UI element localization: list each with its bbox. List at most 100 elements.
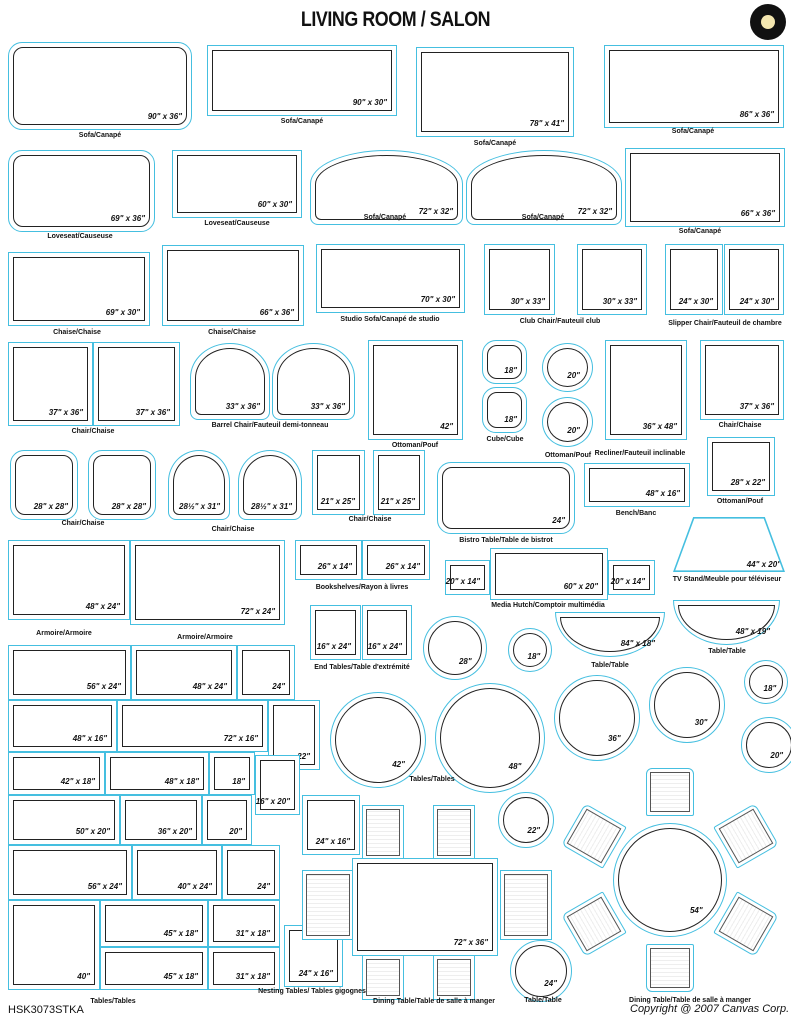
furniture-sticker[interactable]: 28" x 22" <box>707 437 775 496</box>
furniture-sticker[interactable]: 20" <box>741 717 791 773</box>
furniture-sticker[interactable]: 30" x 33" <box>484 244 555 315</box>
furniture-sticker[interactable]: 90" x 30" <box>207 45 397 116</box>
furniture-sticker[interactable]: 72" x 32" <box>466 150 622 225</box>
furniture-sticker[interactable]: 16" x 24" <box>362 605 412 660</box>
furniture-sticker[interactable]: 18" <box>482 340 527 384</box>
furniture-sticker[interactable]: 90" x 36" <box>8 42 192 130</box>
furniture-sticker[interactable]: 18" <box>209 752 255 795</box>
dimension-label: 24" <box>544 979 557 988</box>
round-dining-table[interactable]: 54" <box>613 823 727 937</box>
dimension-label: 18" <box>763 683 777 693</box>
furniture-sticker[interactable]: 70" x 30" <box>316 244 465 313</box>
dimension-label: 72" x 32" <box>577 207 612 216</box>
furniture-sticker[interactable]: 22" <box>498 792 554 848</box>
furniture-sticker[interactable]: 72" x 16" <box>117 700 268 752</box>
furniture-sticker[interactable]: 42" <box>330 692 426 788</box>
furniture-sticker[interactable]: 37" x 36" <box>93 342 180 426</box>
furniture-sticker[interactable]: 48" x 16" <box>584 463 690 507</box>
furniture-sticker[interactable]: 36" <box>554 675 640 761</box>
furniture-sticker[interactable]: 20" <box>542 397 593 447</box>
furniture-sticker[interactable]: 20" <box>542 343 593 392</box>
furniture-sticker[interactable]: 36" x 48" <box>605 340 687 440</box>
furniture-sticker[interactable]: 44" x 20" <box>673 517 785 572</box>
dimension-label: 40" <box>77 972 90 981</box>
furniture-sticker[interactable]: 24" x 30" <box>665 244 723 315</box>
furniture-sticker[interactable]: 60" x 30" <box>172 150 302 218</box>
furniture-sticker[interactable]: 31" x 18" <box>208 900 280 947</box>
furniture-sticker[interactable]: 31" x 18" <box>208 947 280 990</box>
dimension-label: 36" <box>607 734 621 744</box>
dining-chair <box>713 891 779 957</box>
product-code: HSK3073STKA <box>8 1004 84 1016</box>
furniture-sticker[interactable]: 86" x 36" <box>604 45 784 128</box>
furniture-sticker[interactable]: 18" <box>482 387 527 433</box>
furniture-sticker[interactable]: 42" <box>368 340 463 440</box>
furniture-sticker[interactable]: 24" <box>237 645 295 700</box>
furniture-sticker[interactable]: 78" x 41" <box>416 47 574 137</box>
furniture-sticker[interactable]: 45" x 18" <box>100 947 208 990</box>
furniture-sticker[interactable]: 40" <box>8 900 100 990</box>
furniture-sticker[interactable]: 24" <box>437 462 575 534</box>
furniture-outline: 20" <box>547 348 588 387</box>
furniture-sticker[interactable]: 21" x 25" <box>373 450 425 515</box>
furniture-sticker[interactable]: 36" x 20" <box>120 795 202 845</box>
dimension-label: 28½" x 31" <box>179 502 220 511</box>
furniture-sticker[interactable]: 16" x 20" <box>255 755 300 815</box>
furniture-sticker[interactable]: 28" x 28" <box>10 450 78 520</box>
furniture-sticker[interactable]: 56" x 24" <box>8 645 131 700</box>
furniture-sticker[interactable]: 28½" x 31" <box>168 450 230 520</box>
furniture-sticker[interactable]: 69" x 36" <box>8 150 155 232</box>
furniture-sticker[interactable]: 50" x 20" <box>8 795 120 845</box>
dimension-label: 42" <box>392 759 405 769</box>
furniture-sticker[interactable]: 18" <box>508 628 552 672</box>
furniture-sticker[interactable]: 45" x 18" <box>100 900 208 947</box>
furniture-sticker[interactable]: 24" <box>510 940 572 1002</box>
furniture-sticker[interactable]: 33" x 36" <box>190 343 270 420</box>
furniture-sticker[interactable]: 28½" x 31" <box>238 450 302 520</box>
furniture-outline: 72" x 32" <box>315 155 458 220</box>
chair-seat <box>504 874 548 936</box>
furniture-sticker[interactable]: 48" x 24" <box>131 645 237 700</box>
furniture-outline: 16" x 20" <box>256 760 295 810</box>
furniture-sticker[interactable]: 28" x 28" <box>88 450 156 520</box>
sticker-caption: Bookshelves/Rayon à livres <box>315 584 409 591</box>
furniture-outline: 40" <box>13 905 95 985</box>
furniture-sticker[interactable]: 48" x 16" <box>8 700 117 752</box>
furniture-sticker[interactable]: 60" x 20" <box>490 548 608 600</box>
furniture-sticker[interactable]: 33" x 36" <box>272 343 355 420</box>
furniture-sticker[interactable]: 37" x 36" <box>700 340 784 420</box>
furniture-sticker[interactable]: 24" <box>222 845 280 900</box>
furniture-sticker[interactable]: 84" x 18" <box>555 612 665 657</box>
furniture-sticker[interactable]: 69" x 30" <box>8 252 150 326</box>
furniture-sticker[interactable]: 20" x 14" <box>445 560 490 595</box>
furniture-sticker[interactable]: 48" x 24" <box>8 540 130 620</box>
furniture-sticker[interactable]: 20" <box>202 795 252 845</box>
furniture-sticker[interactable]: 48" x 19" <box>673 600 780 645</box>
furniture-sticker[interactable]: 30" x 33" <box>577 244 647 315</box>
furniture-sticker[interactable]: 20" x 14" <box>608 560 655 595</box>
sticker-caption: Sofa/Canapé <box>363 214 407 221</box>
furniture-sticker[interactable]: 66" x 36" <box>162 245 304 326</box>
dimension-label: 18" <box>504 415 517 424</box>
furniture-sticker[interactable]: 56" x 24" <box>8 845 132 900</box>
furniture-outline: 48" <box>440 688 540 788</box>
furniture-sticker[interactable]: 40" x 24" <box>132 845 222 900</box>
furniture-sticker[interactable]: 26" x 14" <box>362 540 430 580</box>
furniture-sticker[interactable]: 30" <box>649 667 725 743</box>
furniture-sticker[interactable]: 16" x 24" <box>310 605 361 660</box>
furniture-sticker[interactable]: 48" <box>435 683 545 793</box>
furniture-sticker[interactable]: 28" <box>423 616 487 680</box>
dimension-label: 60" x 20" <box>563 582 598 591</box>
furniture-sticker[interactable]: 24" x 30" <box>724 244 784 315</box>
furniture-sticker[interactable]: 37" x 36" <box>8 342 93 426</box>
furniture-sticker[interactable]: 72" x 32" <box>310 150 463 225</box>
furniture-sticker[interactable]: 72" x 24" <box>130 540 285 625</box>
furniture-sticker[interactable]: 26" x 14" <box>295 540 362 580</box>
furniture-sticker[interactable]: 21" x 25" <box>312 450 365 515</box>
furniture-sticker[interactable]: 18" <box>744 660 788 704</box>
furniture-sticker[interactable]: 66" x 36" <box>625 148 785 227</box>
furniture-sticker[interactable]: 42" x 18" <box>8 752 105 795</box>
furniture-sticker[interactable]: 24" x 16" <box>302 795 360 855</box>
furniture-sticker[interactable]: 48" x 18" <box>105 752 209 795</box>
furniture-outline: 72" x 16" <box>122 705 263 747</box>
